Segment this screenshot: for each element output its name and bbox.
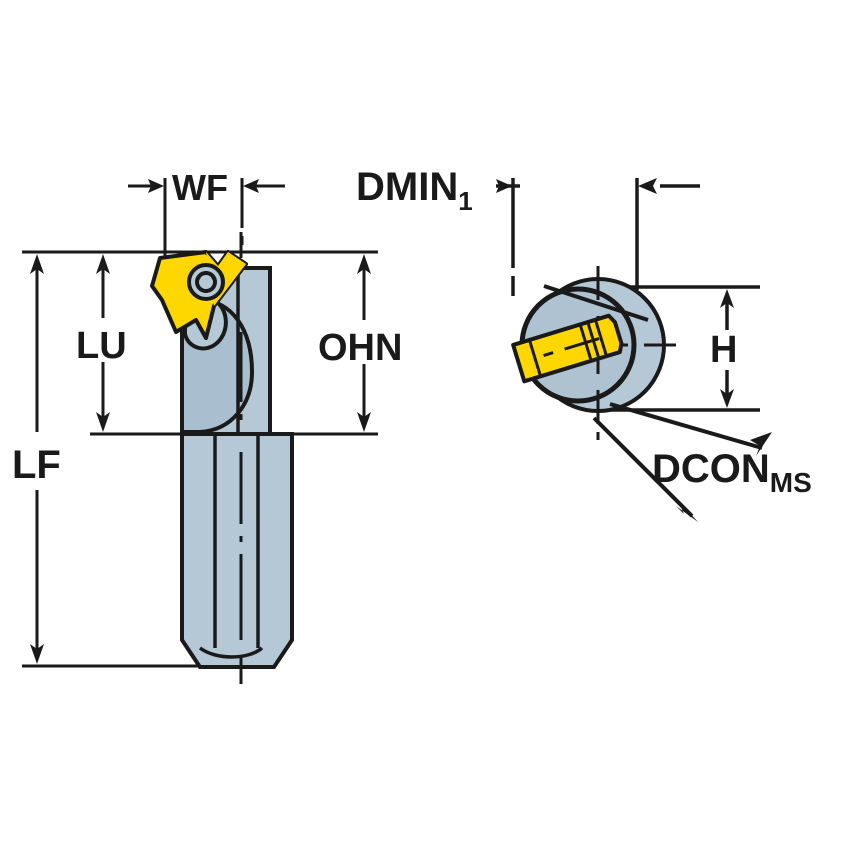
dcon-arrow-lower xyxy=(676,500,698,522)
dimension-dcon-ms: DCONMS xyxy=(543,284,812,522)
dcon-arrow-upper xyxy=(750,432,772,456)
dim-label-h: H xyxy=(710,329,737,371)
h-reference-lines xyxy=(594,285,760,412)
dim-label-lu: LU xyxy=(76,325,127,367)
boring-bar-body xyxy=(150,232,294,684)
dim-label-lf: LF xyxy=(12,443,61,487)
dim-h-top-arrow xyxy=(720,289,734,308)
end-view-group: DMIN1 H xyxy=(356,165,812,522)
dim-h-bottom-arrow xyxy=(720,389,734,408)
dim-lf-bottom-arrow xyxy=(30,644,44,664)
shank-bottom-curve xyxy=(198,646,264,659)
dim-label-wf: WF xyxy=(172,167,228,208)
dimension-h: H xyxy=(710,289,737,408)
dim-wf-left-arrow xyxy=(148,179,164,193)
dim-lu-top-arrow xyxy=(96,254,110,274)
dimension-lu: LU xyxy=(76,254,127,432)
dim-ohn-bottom-arrow xyxy=(357,412,371,432)
insert-thread-lines xyxy=(527,319,608,377)
dim-lu-bottom-arrow xyxy=(96,412,110,432)
dimension-dmin1: DMIN1 xyxy=(356,165,700,216)
dcon-leader-upper xyxy=(609,402,763,450)
dimension-lf: LF xyxy=(12,254,61,664)
clamp-screw-head xyxy=(187,263,225,301)
dim-label-dmin: DMIN1 xyxy=(356,165,473,216)
dim-wf-right-arrow xyxy=(243,179,259,193)
side-view-group: WF LF LU xyxy=(12,167,402,684)
clamp-screw-torx-lobes xyxy=(196,271,216,293)
dimension-wf: WF xyxy=(128,167,285,208)
dim-ohn-top-arrow xyxy=(357,254,371,274)
dim-label-ohn: OHN xyxy=(318,327,402,369)
dcon-leader-inner xyxy=(543,284,649,322)
dimension-ohn: OHN xyxy=(318,254,402,432)
end-view-insert xyxy=(511,313,624,384)
dim-lf-top-arrow xyxy=(30,254,44,274)
dim-dmin-right-arrow xyxy=(638,178,657,194)
dim-label-dcon: DCONMS xyxy=(652,447,812,498)
shank-lower xyxy=(180,432,294,669)
dim-dmin-left-arrow xyxy=(496,179,512,193)
dcon-leader-lower xyxy=(592,416,694,518)
